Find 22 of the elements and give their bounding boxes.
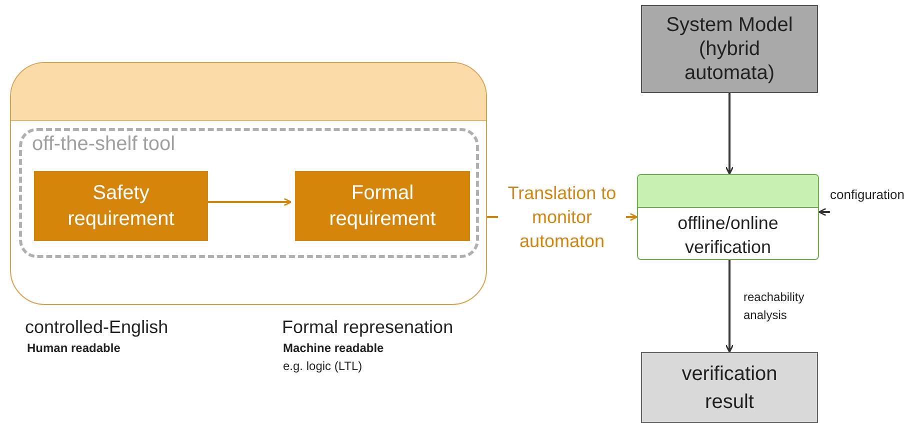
- dashed-group-box: [19, 128, 479, 258]
- caption-text: controlled-English: [25, 316, 168, 339]
- caption-text: Formal represenation: [282, 316, 454, 339]
- node-text: Formal requirement: [328, 181, 437, 232]
- result-box: [641, 352, 818, 423]
- verification-box: [637, 174, 819, 260]
- caption-text: Human readable: [27, 340, 120, 357]
- container-box: [10, 62, 487, 305]
- caption-text: Machine readable: [283, 340, 384, 357]
- node-text: offline/online verification: [676, 212, 780, 259]
- caption-text: e.g. logic (LTL): [283, 358, 362, 375]
- arrow: [818, 208, 830, 216]
- arrow: [725, 260, 734, 353]
- node-text: Safety requirement: [66, 181, 176, 232]
- node-text: verification result: [680, 362, 778, 414]
- input-label: configuration: [830, 187, 904, 202]
- arrow: [725, 93, 734, 175]
- node-text: System Model (hybrid automata): [666, 13, 793, 85]
- model-box: [641, 5, 818, 93]
- group-title: off-the-shelf tool: [32, 134, 176, 154]
- process-box: [34, 171, 208, 241]
- process-box: [295, 171, 470, 241]
